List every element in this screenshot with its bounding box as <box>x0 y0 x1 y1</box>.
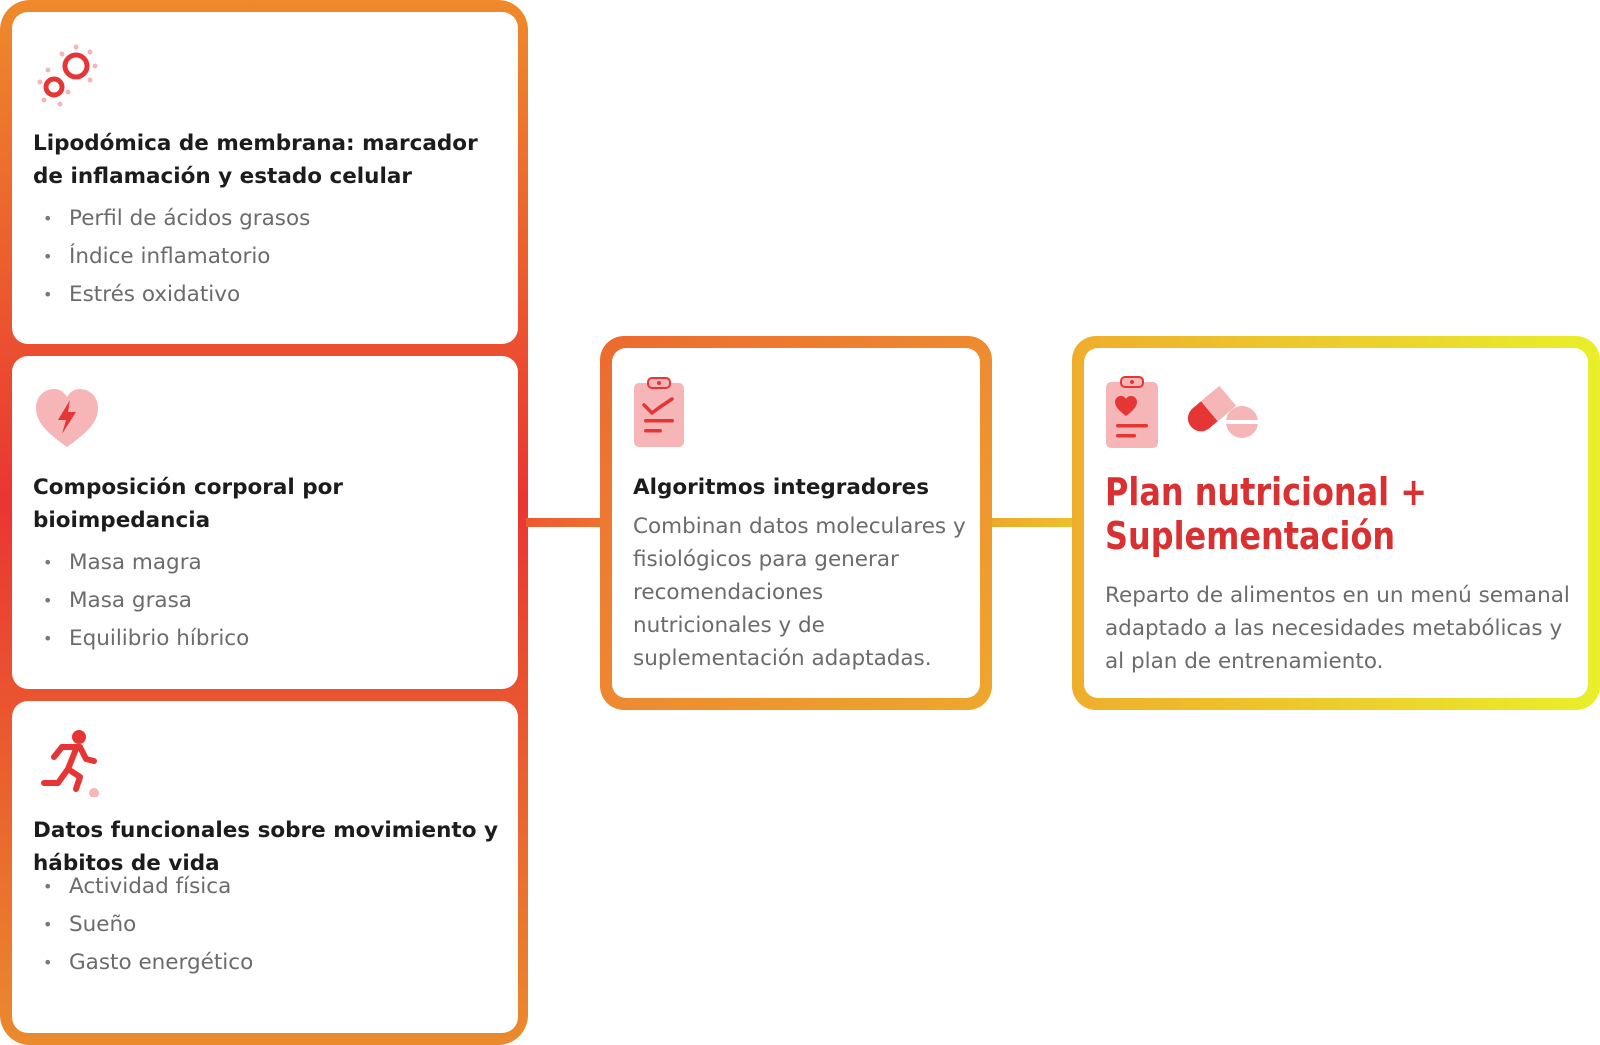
source-title: Datos funcionales sobre movimiento y háb… <box>33 818 498 876</box>
list-item: Perfil de ácidos grasos <box>33 200 310 238</box>
source-title: Composición corporal por bioimpedancia <box>33 475 343 533</box>
plan-card: Plan nutricional + Suplementación Repart… <box>1084 348 1588 698</box>
source-list: Masa magra Masa grasa Equilibrio híbrico <box>33 544 249 658</box>
algorithm-description: Combinan datos moleculares y fisiológico… <box>633 514 966 671</box>
cells-icon <box>37 44 98 107</box>
source-card-bioimpedance: Composición corporal por bioimpedancia M… <box>12 356 518 689</box>
source-list: Perfil de ácidos grasos Índice inflamato… <box>33 200 310 314</box>
source-list: Actividad física Sueño Gasto energético <box>33 868 253 982</box>
pills-icon <box>1187 385 1258 438</box>
list-item: Equilibrio híbrico <box>33 620 249 658</box>
algorithm-title: Algoritmos integradores <box>633 475 930 500</box>
algorithm-frame: Algoritmos integradores Combinan datos m… <box>600 336 992 710</box>
list-item: Masa magra <box>33 544 249 582</box>
connector-algorithm-to-plan <box>988 518 1076 527</box>
algorithm-card: Algoritmos integradores Combinan datos m… <box>612 348 980 698</box>
source-card-lipidomics: Lipodómica de membrana: marcador de infl… <box>12 12 518 344</box>
plan-description: Reparto de alimentos en un menú semanal … <box>1105 583 1570 674</box>
list-item: Masa grasa <box>33 582 249 620</box>
list-item: Gasto energético <box>33 944 253 982</box>
list-item: Sueño <box>33 906 253 944</box>
list-item: Estrés oxidativo <box>33 276 310 314</box>
source-card-functional-data: Datos funcionales sobre movimiento y háb… <box>12 701 518 1033</box>
list-item: Actividad física <box>33 868 253 906</box>
list-item: Índice inflamatorio <box>33 238 310 276</box>
data-sources-panel: Lipodómica de membrana: marcador de infl… <box>0 0 528 1045</box>
clipboard-heart-icon <box>1106 376 1158 448</box>
plan-title: Plan nutricional + Suplementación <box>1105 470 1427 558</box>
plan-frame: Plan nutricional + Suplementación Repart… <box>1072 336 1600 710</box>
clipboard-chart-icon <box>634 377 684 447</box>
connector-sources-to-algorithm <box>526 518 602 527</box>
source-title: Lipodómica de membrana: marcador de infl… <box>33 131 478 189</box>
runner-icon <box>41 730 99 797</box>
heart-bolt-icon <box>36 389 98 447</box>
